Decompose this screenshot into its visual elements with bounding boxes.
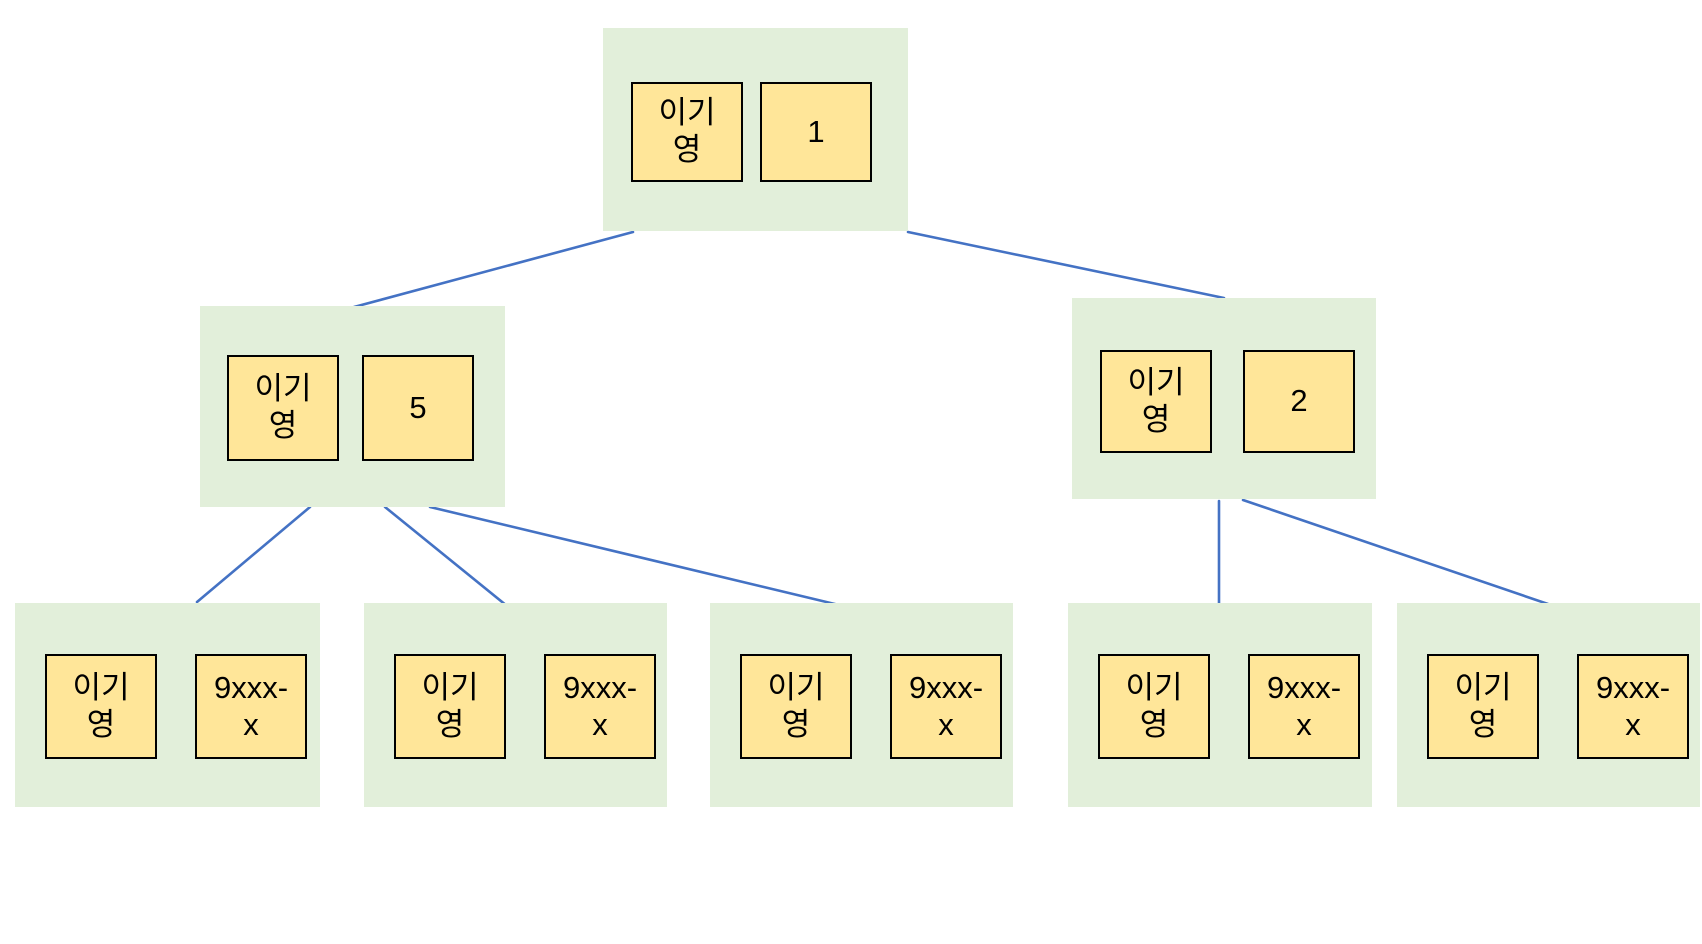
node-value-text: 9xxx-x — [213, 669, 289, 742]
node-name-cell: 이기영 — [1100, 350, 1212, 453]
node-name-text: 이기영 — [254, 371, 312, 443]
tree-node-leaf2: 이기영 9xxx-x — [364, 603, 667, 807]
node-value-cell: 9xxx-x — [195, 654, 307, 759]
node-value-cell: 9xxx-x — [544, 654, 656, 759]
node-name-cell: 이기영 — [631, 82, 743, 182]
node-name-text: 이기영 — [767, 669, 825, 742]
node-name-text: 이기영 — [1125, 669, 1183, 742]
node-value-text: 9xxx-x — [562, 669, 638, 742]
node-name-text: 이기영 — [1127, 364, 1185, 437]
tree-edge-root-right — [906, 230, 1226, 300]
node-value-text: 9xxx-x — [908, 669, 984, 742]
node-value-text: 2 — [1290, 383, 1308, 419]
node-value-cell: 5 — [362, 355, 474, 461]
tree-node-leaf5: 이기영 9xxx-x — [1397, 603, 1700, 807]
tree-node-leaf3: 이기영 9xxx-x — [710, 603, 1013, 807]
tree-edge-right-leaf5 — [1241, 498, 1550, 606]
node-name-cell: 이기영 — [740, 654, 852, 759]
node-value-cell: 9xxx-x — [890, 654, 1002, 759]
node-value-text: 5 — [409, 389, 427, 425]
node-name-cell: 이기영 — [394, 654, 506, 759]
node-name-cell: 이기영 — [1098, 654, 1210, 759]
node-name-cell: 이기영 — [45, 654, 157, 759]
node-value-cell: 9xxx-x — [1577, 654, 1689, 759]
node-value-text: 1 — [807, 113, 825, 149]
node-value-cell: 2 — [1243, 350, 1355, 453]
node-name-cell: 이기영 — [227, 355, 339, 461]
node-value-text: 9xxx-x — [1595, 669, 1671, 742]
tree-node-left: 이기영 5 — [200, 306, 505, 507]
tree-node-right: 이기영 2 — [1072, 298, 1376, 499]
node-value-text: 9xxx-x — [1266, 669, 1342, 742]
node-value-cell: 1 — [760, 82, 872, 182]
node-name-text: 이기영 — [658, 95, 716, 167]
tree-node-root: 이기영 1 — [603, 28, 908, 231]
tree-node-leaf4: 이기영 9xxx-x — [1068, 603, 1372, 807]
tree-edge-left-leaf1 — [195, 505, 312, 604]
node-name-text: 이기영 — [421, 669, 479, 742]
node-name-cell: 이기영 — [1427, 654, 1539, 759]
tree-node-leaf1: 이기영 9xxx-x — [15, 603, 320, 807]
node-name-text: 이기영 — [72, 669, 130, 742]
node-name-text: 이기영 — [1454, 669, 1512, 742]
node-value-cell: 9xxx-x — [1248, 654, 1360, 759]
tree-edge-root-left — [352, 230, 635, 309]
tree-edge-left-leaf3 — [428, 505, 866, 613]
tree-edge-left-leaf2 — [383, 505, 514, 612]
